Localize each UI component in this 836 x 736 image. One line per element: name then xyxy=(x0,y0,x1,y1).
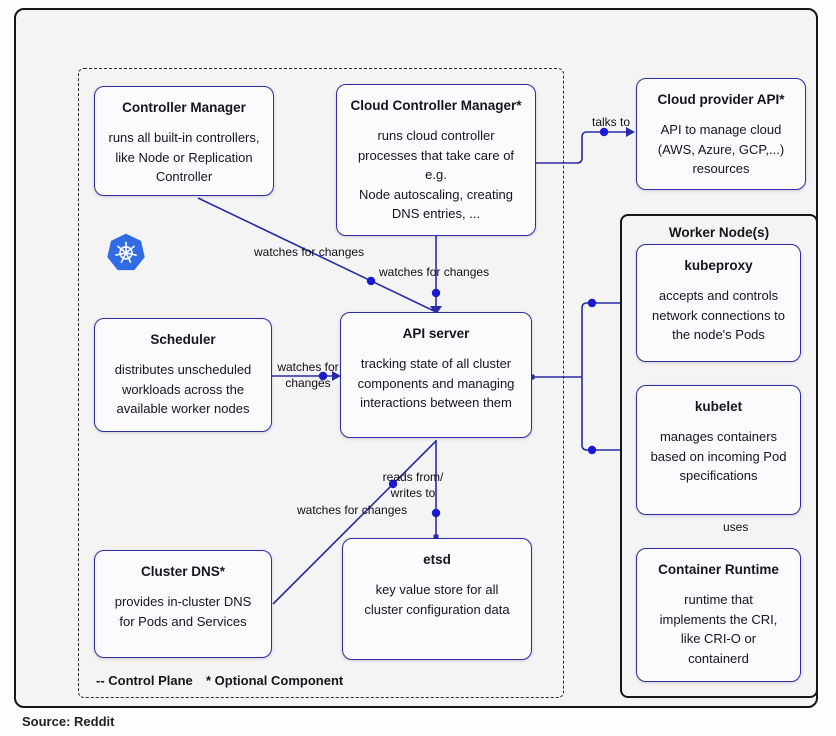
edge-label-reads-writes: reads from/ writes to xyxy=(382,470,444,501)
diagram-frame: Controller Manager runs all built-in con… xyxy=(14,8,818,708)
edge-label-uses: uses xyxy=(723,520,749,534)
edge-label-watches-cm: watches for changes xyxy=(254,245,365,259)
node-controller-manager: Controller Manager runs all built-in con… xyxy=(94,86,274,196)
legend-control-plane: -- Control Plane xyxy=(96,673,193,688)
node-body: manages containers based on incoming Pod… xyxy=(650,429,787,483)
node-container-runtime: Container Runtime runtime that implement… xyxy=(636,548,801,682)
node-kubeproxy: kubeproxy accepts and controls network c… xyxy=(636,244,801,362)
control-plane-region xyxy=(78,68,564,698)
node-title: kubeproxy xyxy=(684,258,753,273)
worker-node-title: Worker Node(s) xyxy=(668,225,770,240)
node-body: key value store for all cluster configur… xyxy=(364,582,510,617)
node-body: runs cloud controller processes that tak… xyxy=(357,128,515,221)
node-body: tracking state of all cluster components… xyxy=(357,356,515,410)
node-title: Controller Manager xyxy=(122,100,246,115)
node-body: provides in-cluster DNS for Pods and Ser… xyxy=(114,594,252,629)
node-body: runtime that implements the CRI, like CR… xyxy=(659,592,778,666)
node-cluster-dns: Cluster DNS* provides in-cluster DNS for… xyxy=(94,550,272,658)
edge-label-talks-to: talks to xyxy=(591,115,630,129)
node-body: distributes unscheduled workloads across… xyxy=(114,362,252,416)
edge-label-watches-scheduler: watches for changes xyxy=(277,360,339,391)
node-kubelet: kubelet manages containers based on inco… xyxy=(636,385,801,515)
node-scheduler: Scheduler distributes unscheduled worklo… xyxy=(94,318,272,432)
node-title: Cluster DNS* xyxy=(140,564,226,579)
node-title: Container Runtime xyxy=(658,562,779,577)
source-caption: Source: Reddit xyxy=(22,714,115,729)
node-body: API to manage cloud (AWS, Azure, GCP,...… xyxy=(657,122,785,176)
node-body: accepts and controls network connections… xyxy=(652,288,785,342)
edge-label-watches-ccm: watches for changes xyxy=(379,265,490,279)
node-title: Cloud provider API* xyxy=(657,92,785,107)
node-title: API server xyxy=(402,326,470,341)
node-title: Scheduler xyxy=(150,332,216,347)
node-body: runs all built-in controllers, like Node… xyxy=(108,130,260,184)
node-title: etsd xyxy=(423,552,451,567)
node-api-server: API server tracking state of all cluster… xyxy=(340,312,532,438)
node-cloud-controller-manager: Cloud Controller Manager* runs cloud con… xyxy=(336,84,536,236)
legend-optional-component: * Optional Component xyxy=(206,673,344,688)
node-title: kubelet xyxy=(694,399,743,414)
node-title: Cloud Controller Manager* xyxy=(350,98,522,113)
kubernetes-logo-icon xyxy=(107,233,145,271)
node-etsd: etsd key value store for all cluster con… xyxy=(342,538,532,660)
node-cloud-provider-api: Cloud provider API* API to manage cloud … xyxy=(636,78,806,190)
edge-label-watches-dns: watches for changes xyxy=(297,503,408,517)
